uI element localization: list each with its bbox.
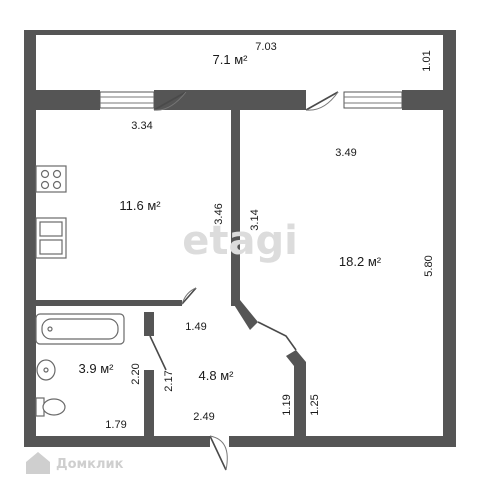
burner-icon xyxy=(40,180,50,190)
toilet xyxy=(35,397,66,417)
left-outer-wall xyxy=(24,110,36,446)
living-hall-door xyxy=(257,321,297,351)
kitchen-window xyxy=(99,91,155,109)
burner-icon xyxy=(52,180,62,190)
walls xyxy=(24,30,456,447)
bath-hall-door xyxy=(149,335,167,371)
kitchen-width: 3.34 xyxy=(131,120,152,132)
burner-icon xyxy=(40,169,50,179)
hall-right-b: 1.25 xyxy=(309,394,321,415)
hall-top: 1.49 xyxy=(185,321,206,333)
bathroom-width: 1.79 xyxy=(105,419,126,431)
kitchen-balcony-door xyxy=(153,91,187,111)
balcony-top-rail xyxy=(24,30,456,35)
svg-text:Домклик: Домклик xyxy=(56,457,124,472)
doors xyxy=(149,91,339,471)
room-labels: 7.1 м² 7.03 1.01 11.6 м² 3.34 3.46 18.2 … xyxy=(79,41,435,431)
bathtub xyxy=(35,313,125,345)
hall-right-a: 1.19 xyxy=(281,394,293,415)
house-icon xyxy=(26,452,50,474)
top-wall-segment xyxy=(402,90,456,110)
living-depth: 5.80 xyxy=(423,255,435,276)
living-window xyxy=(343,91,403,109)
hall-left: 2.17 xyxy=(163,370,175,391)
windows xyxy=(99,91,403,109)
living-area: 18.2 м² xyxy=(339,254,382,269)
bottom-wall-right xyxy=(229,436,456,447)
hall-bottom: 2.49 xyxy=(193,411,214,423)
partition-angle xyxy=(231,300,258,330)
balcony-area: 7.1 м² xyxy=(213,52,249,67)
kitchen-depth: 3.46 xyxy=(213,203,225,224)
kitchen-living-partition xyxy=(231,110,240,306)
bathroom-area: 3.9 м² xyxy=(79,361,115,376)
kitchen-hall-door xyxy=(181,287,197,305)
right-outer-wall xyxy=(443,110,456,446)
entrance-door xyxy=(209,435,227,471)
watermark-center: etagi xyxy=(182,218,298,264)
sink xyxy=(35,217,67,259)
top-wall-segment xyxy=(24,90,100,110)
bath-hall-partition-top xyxy=(144,312,154,336)
top-wall-segment xyxy=(188,90,306,110)
kitchen-bath-partition xyxy=(36,300,182,306)
stove xyxy=(35,165,67,193)
living-width: 3.49 xyxy=(335,147,356,159)
burner-icon xyxy=(52,169,62,179)
hall-living-partition xyxy=(286,350,306,436)
bath-hall-partition-bottom xyxy=(144,370,154,436)
balcony-depth: 1.01 xyxy=(421,50,433,71)
living-inner-depth: 3.14 xyxy=(249,209,261,230)
washbasin xyxy=(36,359,56,381)
watermark-corner: Домклик xyxy=(26,452,124,474)
balcony-width: 7.03 xyxy=(255,41,276,53)
kitchen-area: 11.6 м² xyxy=(119,198,161,213)
bathroom-depth: 2.20 xyxy=(130,363,142,384)
hall-area: 4.8 м² xyxy=(199,368,235,383)
living-balcony-door xyxy=(305,91,339,111)
bottom-wall-left xyxy=(24,436,210,447)
